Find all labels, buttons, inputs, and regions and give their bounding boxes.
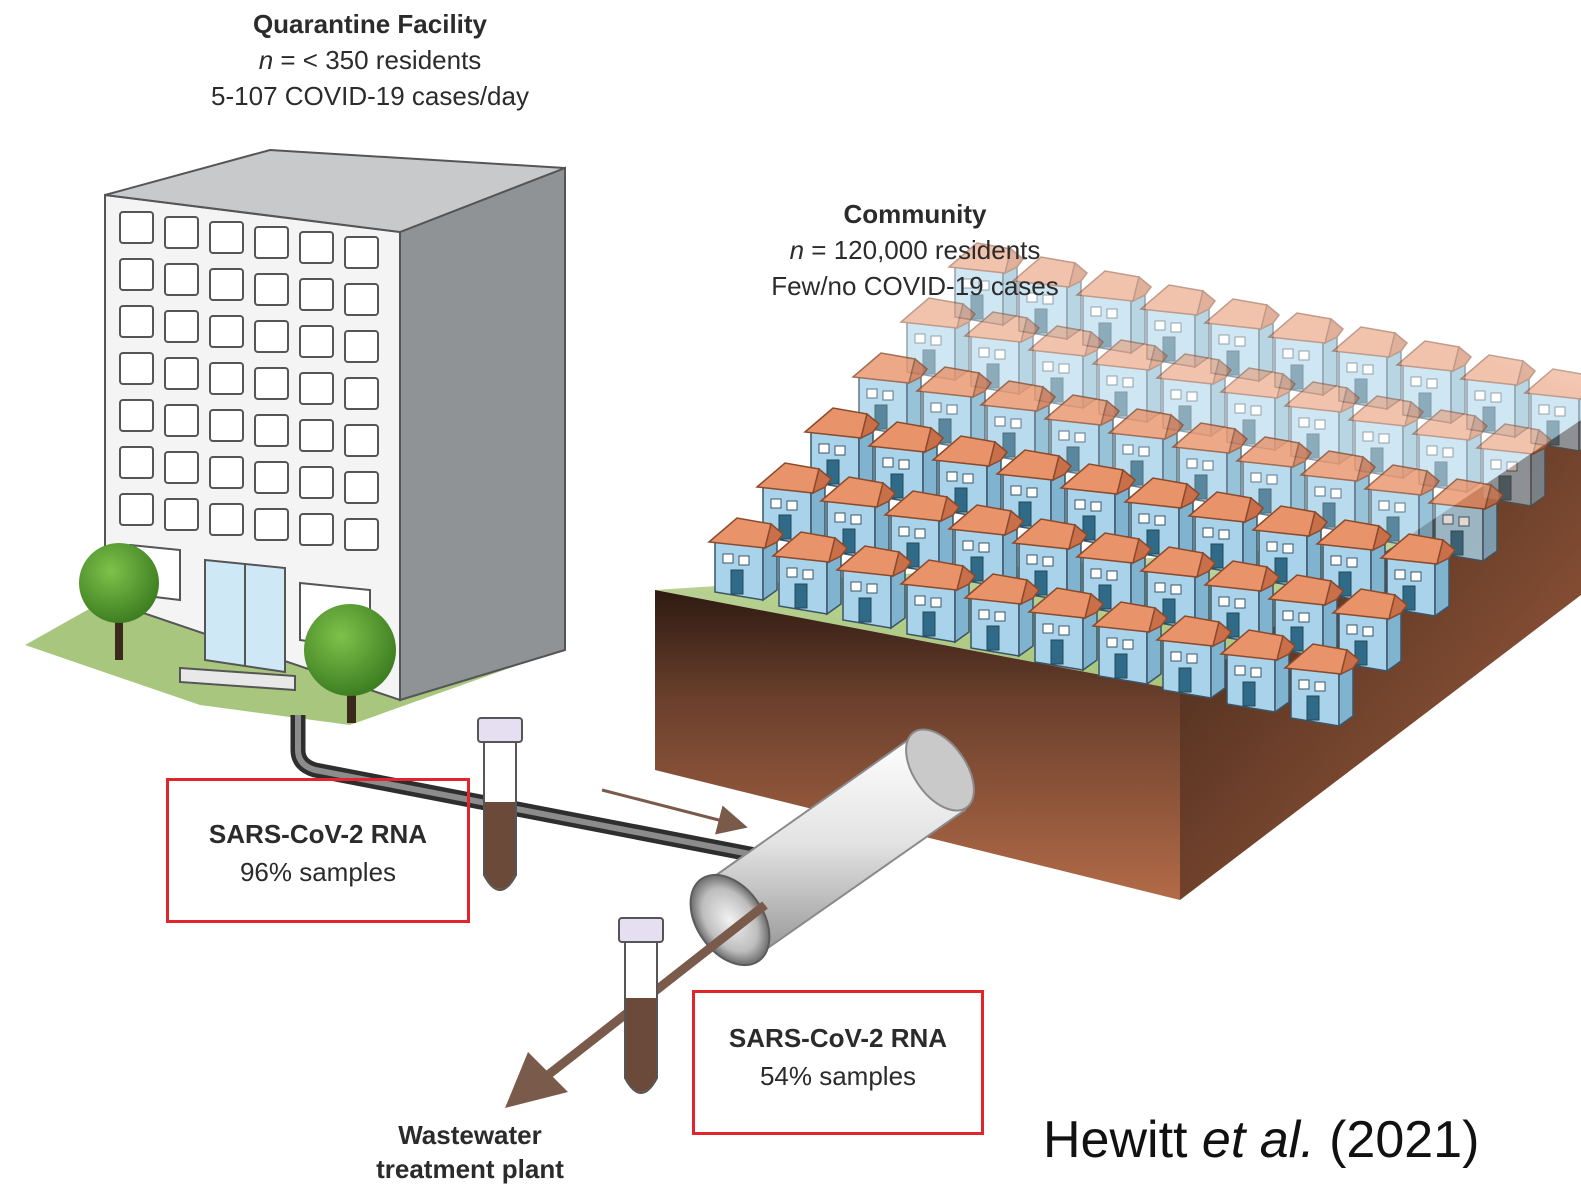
callout-value: 54% samples bbox=[759, 1061, 917, 1091]
window bbox=[344, 518, 379, 551]
window bbox=[254, 508, 289, 541]
window bbox=[254, 414, 289, 447]
haze-overlay bbox=[1100, 220, 1581, 420]
tree-left bbox=[79, 543, 159, 660]
window bbox=[254, 226, 289, 259]
window bbox=[164, 357, 199, 390]
window bbox=[164, 216, 199, 249]
window bbox=[119, 493, 154, 526]
window bbox=[344, 283, 379, 316]
quarantine-building bbox=[25, 148, 566, 725]
citation: Hewitt et al. (2021) bbox=[1043, 1111, 1480, 1169]
house bbox=[707, 517, 785, 602]
community-rna-callout: SARS-CoV-2 RNA 54% samples bbox=[692, 990, 984, 1135]
house bbox=[915, 366, 993, 451]
window bbox=[344, 377, 379, 410]
window bbox=[254, 273, 289, 306]
window bbox=[299, 325, 334, 358]
window bbox=[299, 278, 334, 311]
house bbox=[771, 531, 849, 616]
window bbox=[164, 404, 199, 437]
window bbox=[209, 315, 244, 348]
window bbox=[254, 367, 289, 400]
wastewater-plant-label: Wastewater treatment plant bbox=[376, 1120, 564, 1184]
facility-rna-callout: SARS-CoV-2 RNA 96% samples bbox=[166, 778, 470, 923]
entrance-steps bbox=[179, 666, 296, 692]
window bbox=[344, 471, 379, 504]
facility-residents: n = < 350 residents bbox=[258, 45, 482, 75]
house bbox=[1331, 588, 1409, 673]
facility-drain-pipe bbox=[290, 715, 757, 863]
window bbox=[299, 513, 334, 546]
house bbox=[1091, 601, 1169, 686]
window bbox=[299, 419, 334, 452]
flow-arrow bbox=[601, 788, 748, 835]
window bbox=[209, 409, 244, 442]
window bbox=[119, 305, 154, 338]
community-title: Community bbox=[843, 199, 987, 229]
house bbox=[1219, 629, 1297, 714]
window bbox=[299, 231, 334, 264]
window bbox=[119, 211, 154, 244]
house bbox=[931, 435, 1009, 520]
window bbox=[164, 498, 199, 531]
community-residents: n = 120,000 residents bbox=[789, 235, 1041, 265]
window bbox=[119, 352, 154, 385]
house bbox=[963, 573, 1041, 658]
callout-title: SARS-CoV-2 RNA bbox=[208, 819, 428, 849]
window bbox=[209, 503, 244, 536]
window bbox=[254, 461, 289, 494]
house bbox=[1027, 587, 1105, 672]
building-windows bbox=[119, 211, 379, 551]
window bbox=[344, 424, 379, 457]
facility-title: Quarantine Facility bbox=[252, 9, 488, 39]
facility-cases: 5-107 COVID-19 cases/day bbox=[211, 81, 529, 111]
house bbox=[899, 297, 977, 382]
window bbox=[209, 268, 244, 301]
callout-value: 96% samples bbox=[239, 857, 397, 887]
window bbox=[164, 451, 199, 484]
window bbox=[209, 362, 244, 395]
house bbox=[1283, 643, 1361, 728]
house bbox=[1155, 615, 1233, 700]
tree-right bbox=[304, 604, 396, 723]
callout-title: SARS-CoV-2 RNA bbox=[728, 1023, 948, 1053]
window bbox=[209, 456, 244, 489]
house bbox=[835, 545, 913, 630]
house bbox=[883, 490, 961, 575]
window bbox=[164, 263, 199, 296]
sample-tube-community bbox=[618, 917, 664, 1094]
window bbox=[299, 466, 334, 499]
house bbox=[947, 242, 1025, 327]
house bbox=[963, 311, 1041, 396]
building-roof bbox=[104, 148, 566, 234]
window bbox=[344, 330, 379, 363]
window bbox=[119, 399, 154, 432]
house bbox=[899, 559, 977, 644]
community-cases: Few/no COVID-19 cases bbox=[771, 271, 1059, 301]
window bbox=[254, 320, 289, 353]
window bbox=[119, 446, 154, 479]
window bbox=[209, 221, 244, 254]
window bbox=[299, 372, 334, 405]
window bbox=[119, 258, 154, 291]
window bbox=[164, 310, 199, 343]
sample-tube-facility bbox=[477, 717, 523, 891]
community-label: Community n = 120,000 residents Few/no C… bbox=[705, 196, 1125, 304]
house bbox=[1011, 256, 1089, 341]
window bbox=[344, 236, 379, 269]
building-side bbox=[399, 166, 566, 702]
facility-label: Quarantine Facility n = < 350 residents … bbox=[140, 6, 600, 114]
